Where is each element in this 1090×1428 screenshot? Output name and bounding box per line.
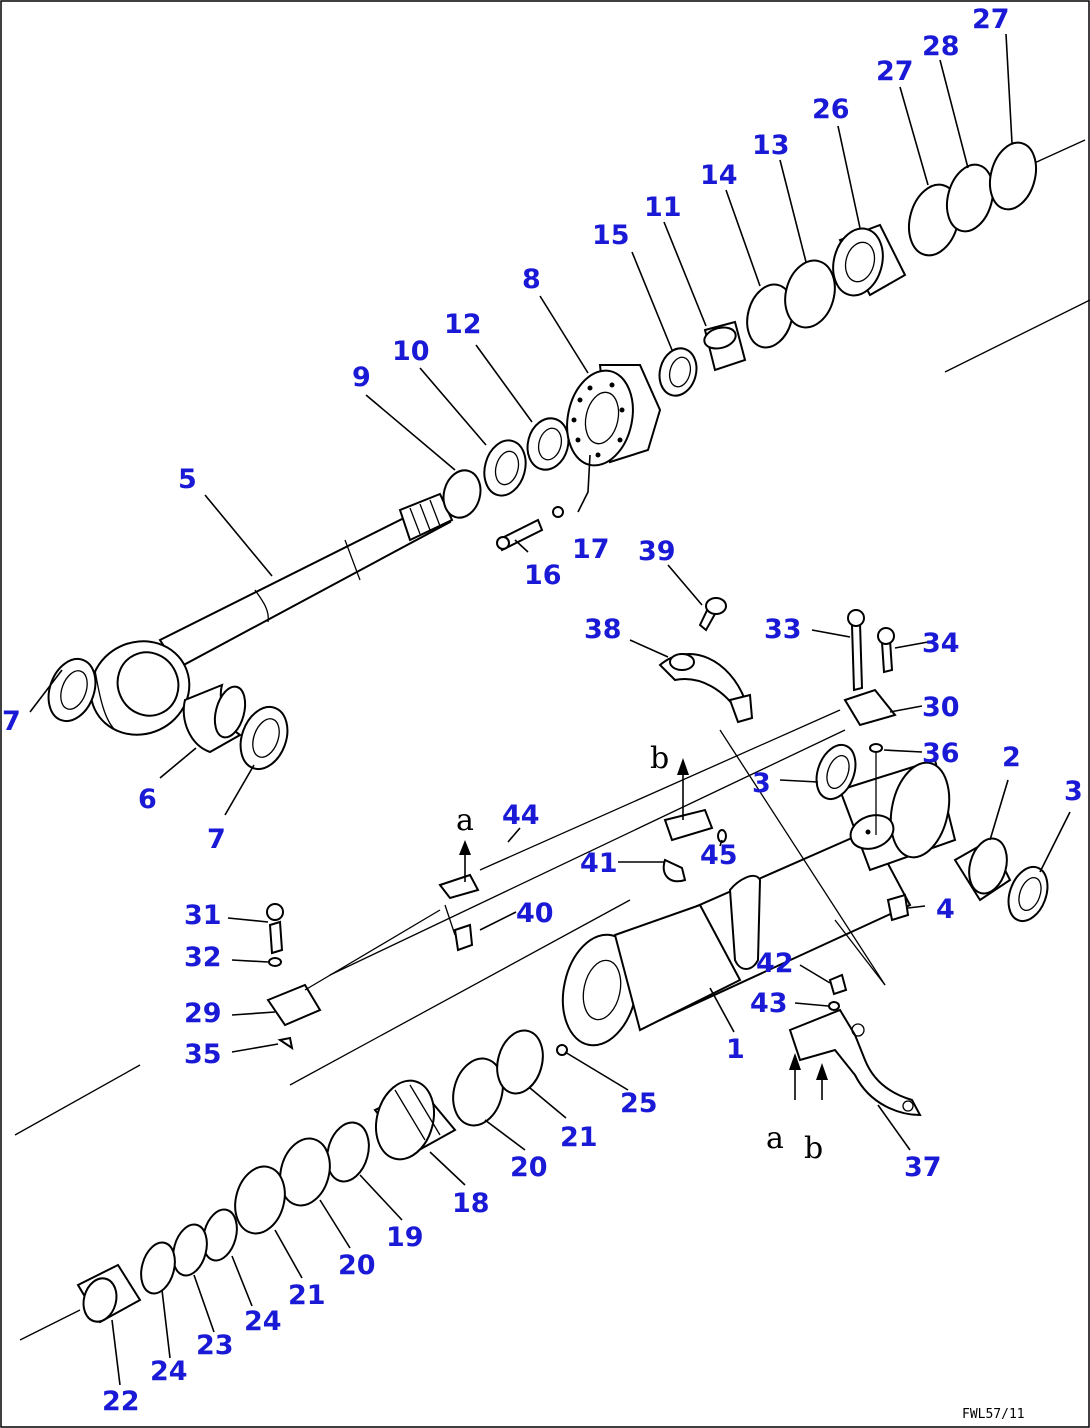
leader-lines: [29, 33, 1071, 1386]
callout-7-left: 7: [2, 706, 21, 737]
callout-14: 14: [700, 160, 738, 191]
callout-42: 42: [756, 948, 794, 979]
callout-6: 6: [138, 784, 157, 815]
callout-13: 13: [752, 130, 790, 161]
ring-21a: [496, 1029, 544, 1095]
callout-29: 29: [184, 998, 222, 1029]
bolt-31: [268, 920, 284, 955]
snap-ring-9: [442, 469, 482, 519]
callout-numbers: 27 27 28 26 13 14 11 15 8 12 10 9 5 17 1…: [2, 4, 1083, 1417]
dust-seal-3b: [815, 743, 857, 801]
callout-35: 35: [184, 1039, 222, 1070]
callout-25: 25: [620, 1088, 658, 1119]
callout-20: 20: [510, 1152, 548, 1183]
part-10: [483, 439, 527, 497]
callout-3-right: 3: [1064, 776, 1083, 807]
plug-17: [552, 506, 564, 518]
callout-26: 26: [812, 94, 850, 125]
callout-5: 5: [178, 464, 197, 495]
callout-44: 44: [502, 800, 540, 831]
callout-37: 37: [904, 1152, 942, 1183]
flow-arrow-a-lower: [789, 1053, 801, 1100]
ring-19: [326, 1121, 370, 1183]
callout-45: 45: [700, 840, 738, 871]
flow-letter-b-upper: b: [650, 741, 669, 776]
callout-40: 40: [516, 898, 554, 929]
ring-27b: [988, 141, 1038, 211]
callout-41: 41: [580, 848, 618, 879]
flow-letter-b-lower: b: [804, 1131, 823, 1166]
callout-11: 11: [644, 192, 682, 223]
callout-27-top: 27: [972, 4, 1010, 35]
callout-28: 28: [922, 31, 960, 62]
ring-24b: [140, 1241, 176, 1295]
callout-17: 17: [572, 534, 610, 565]
cylinder-assembly: [14, 597, 1049, 1341]
ring-21b: [234, 1165, 286, 1235]
part-14: [746, 283, 794, 349]
ring-20a: [452, 1057, 504, 1127]
part-13: [784, 259, 836, 329]
callout-2: 2: [1002, 742, 1021, 773]
callout-43: 43: [750, 988, 788, 1019]
callout-1: 1: [726, 1034, 745, 1065]
fitting-44: [438, 873, 480, 900]
dust-seal-7a: [47, 658, 97, 722]
callout-4: 4: [936, 894, 955, 925]
flow-letter-a-upper: a: [456, 803, 474, 838]
callout-15: 15: [592, 220, 630, 251]
rod-assembly: [47, 139, 1090, 770]
callout-10: 10: [392, 336, 430, 367]
callout-31: 31: [184, 900, 222, 931]
callout-36: 36: [922, 738, 960, 769]
block-30: [843, 688, 897, 727]
flow-arrow-b-lower: [816, 1063, 828, 1100]
callout-12: 12: [444, 309, 482, 340]
callout-24-lower: 24: [150, 1356, 188, 1387]
callout-32: 32: [184, 942, 222, 973]
callout-9: 9: [352, 362, 371, 393]
callout-16: 16: [524, 560, 562, 591]
callout-21: 21: [560, 1122, 598, 1153]
callout-23: 23: [196, 1330, 234, 1361]
part-35: [277, 1036, 294, 1051]
callout-30: 30: [922, 692, 960, 723]
washer-43: [828, 1001, 840, 1011]
dust-seal-3a: [1007, 865, 1049, 923]
drawing-code: FWL57/11: [962, 1407, 1025, 1422]
callout-7: 7: [207, 824, 226, 855]
callout-38: 38: [584, 614, 622, 645]
washer-36: [869, 743, 883, 753]
flow-letter-a-lower: a: [766, 1121, 784, 1156]
callout-8: 8: [522, 264, 541, 295]
callout-33: 33: [764, 614, 802, 645]
ring-23: [172, 1223, 208, 1277]
callout-24: 24: [244, 1306, 282, 1337]
part-25: [556, 1044, 568, 1056]
washer-32: [268, 957, 282, 967]
block-29: [266, 983, 322, 1027]
callout-34: 34: [922, 628, 960, 659]
callout-20-lower: 20: [338, 1250, 376, 1281]
callout-27: 27: [876, 56, 914, 87]
flow-arrow-a-upper: [459, 840, 471, 882]
part-15: [658, 347, 698, 397]
callout-39: 39: [638, 536, 676, 567]
callout-3: 3: [752, 768, 771, 799]
callout-21-lower: 21: [288, 1280, 326, 1311]
ring-20b: [279, 1137, 331, 1207]
nut-42: [828, 973, 848, 996]
grease-fitting-4: [886, 893, 910, 922]
bracket-37: [788, 1008, 922, 1117]
ring-28: [945, 163, 995, 233]
callout-22: 22: [102, 1386, 140, 1417]
callout-18: 18: [452, 1188, 490, 1219]
flow-arrow-b-upper: [677, 758, 689, 820]
bolt-33: [850, 621, 864, 692]
clamp-41: [662, 858, 687, 883]
clamp-40: [453, 923, 474, 952]
callout-19: 19: [386, 1222, 424, 1253]
